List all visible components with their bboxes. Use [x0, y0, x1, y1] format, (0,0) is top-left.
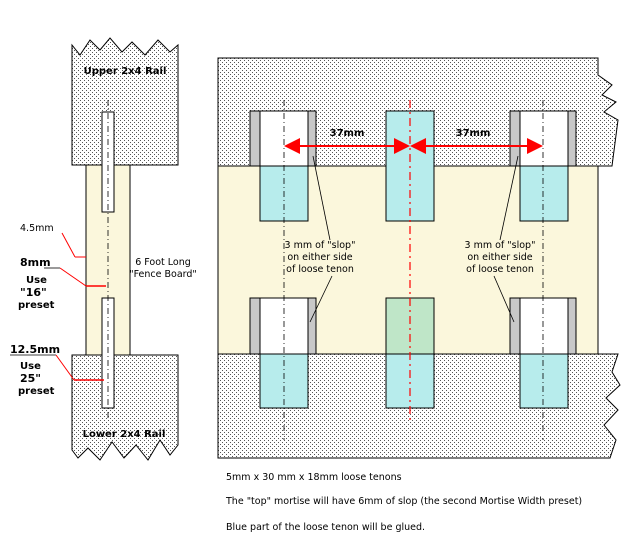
dim-8-label: 8mm — [20, 256, 51, 269]
slop-right-line-2: on either side — [467, 252, 532, 263]
fence-board-label-2: "Fence Board" — [129, 269, 197, 280]
dim-12-5-label: 12.5mm — [10, 343, 60, 356]
slop-left-line-2: on either side — [287, 252, 352, 263]
right-view: 37mm 37mm 3 mm of "slop" on either side … — [217, 57, 621, 459]
note-glued: Blue part of the loose tenon will be glu… — [226, 522, 425, 533]
fence-board-label-1: 6 Foot Long — [135, 257, 191, 268]
left-view: Upper 2x4 Rail Lower 2x4 Rail 6 Foot Lon… — [10, 37, 197, 461]
slop-left-line-1: 3 mm of "slop" — [285, 240, 356, 251]
lower-left-joint — [249, 297, 317, 409]
note-tenon-size: 5mm x 30 mm x 18mm loose tenons — [226, 472, 402, 483]
lower-middle-joint — [385, 297, 435, 409]
upper-left-joint — [249, 110, 317, 222]
spacing-label-right: 37mm — [456, 128, 491, 139]
lower-rail-label: Lower 2x4 Rail — [83, 429, 166, 440]
dim-12-5-preset-word: preset — [18, 386, 55, 397]
dim-8-use: Use — [26, 275, 47, 286]
lower-right-joint — [509, 297, 577, 409]
slop-right-line-1: 3 mm of "slop" — [465, 240, 536, 251]
upper-rail-label: Upper 2x4 Rail — [84, 66, 167, 77]
slop-right-line-3: of loose tenon — [466, 264, 534, 275]
dim-8-preset-word: preset — [18, 300, 55, 311]
upper-rail — [71, 37, 179, 166]
lower-rail — [71, 354, 179, 461]
dim-12-5-preset-value: 25" — [20, 372, 41, 385]
note-top-mortise: The "top" mortise will have 6mm of slop … — [225, 496, 582, 507]
dim-12-5-use: Use — [20, 361, 41, 372]
dim-8-preset-value: "16" — [20, 286, 47, 299]
notes: 5mm x 30 mm x 18mm loose tenons The "top… — [225, 472, 582, 533]
dim-4-5-label: 4.5mm — [20, 223, 54, 234]
spacing-label-left: 37mm — [330, 128, 365, 139]
slop-left-line-3: of loose tenon — [286, 264, 354, 275]
